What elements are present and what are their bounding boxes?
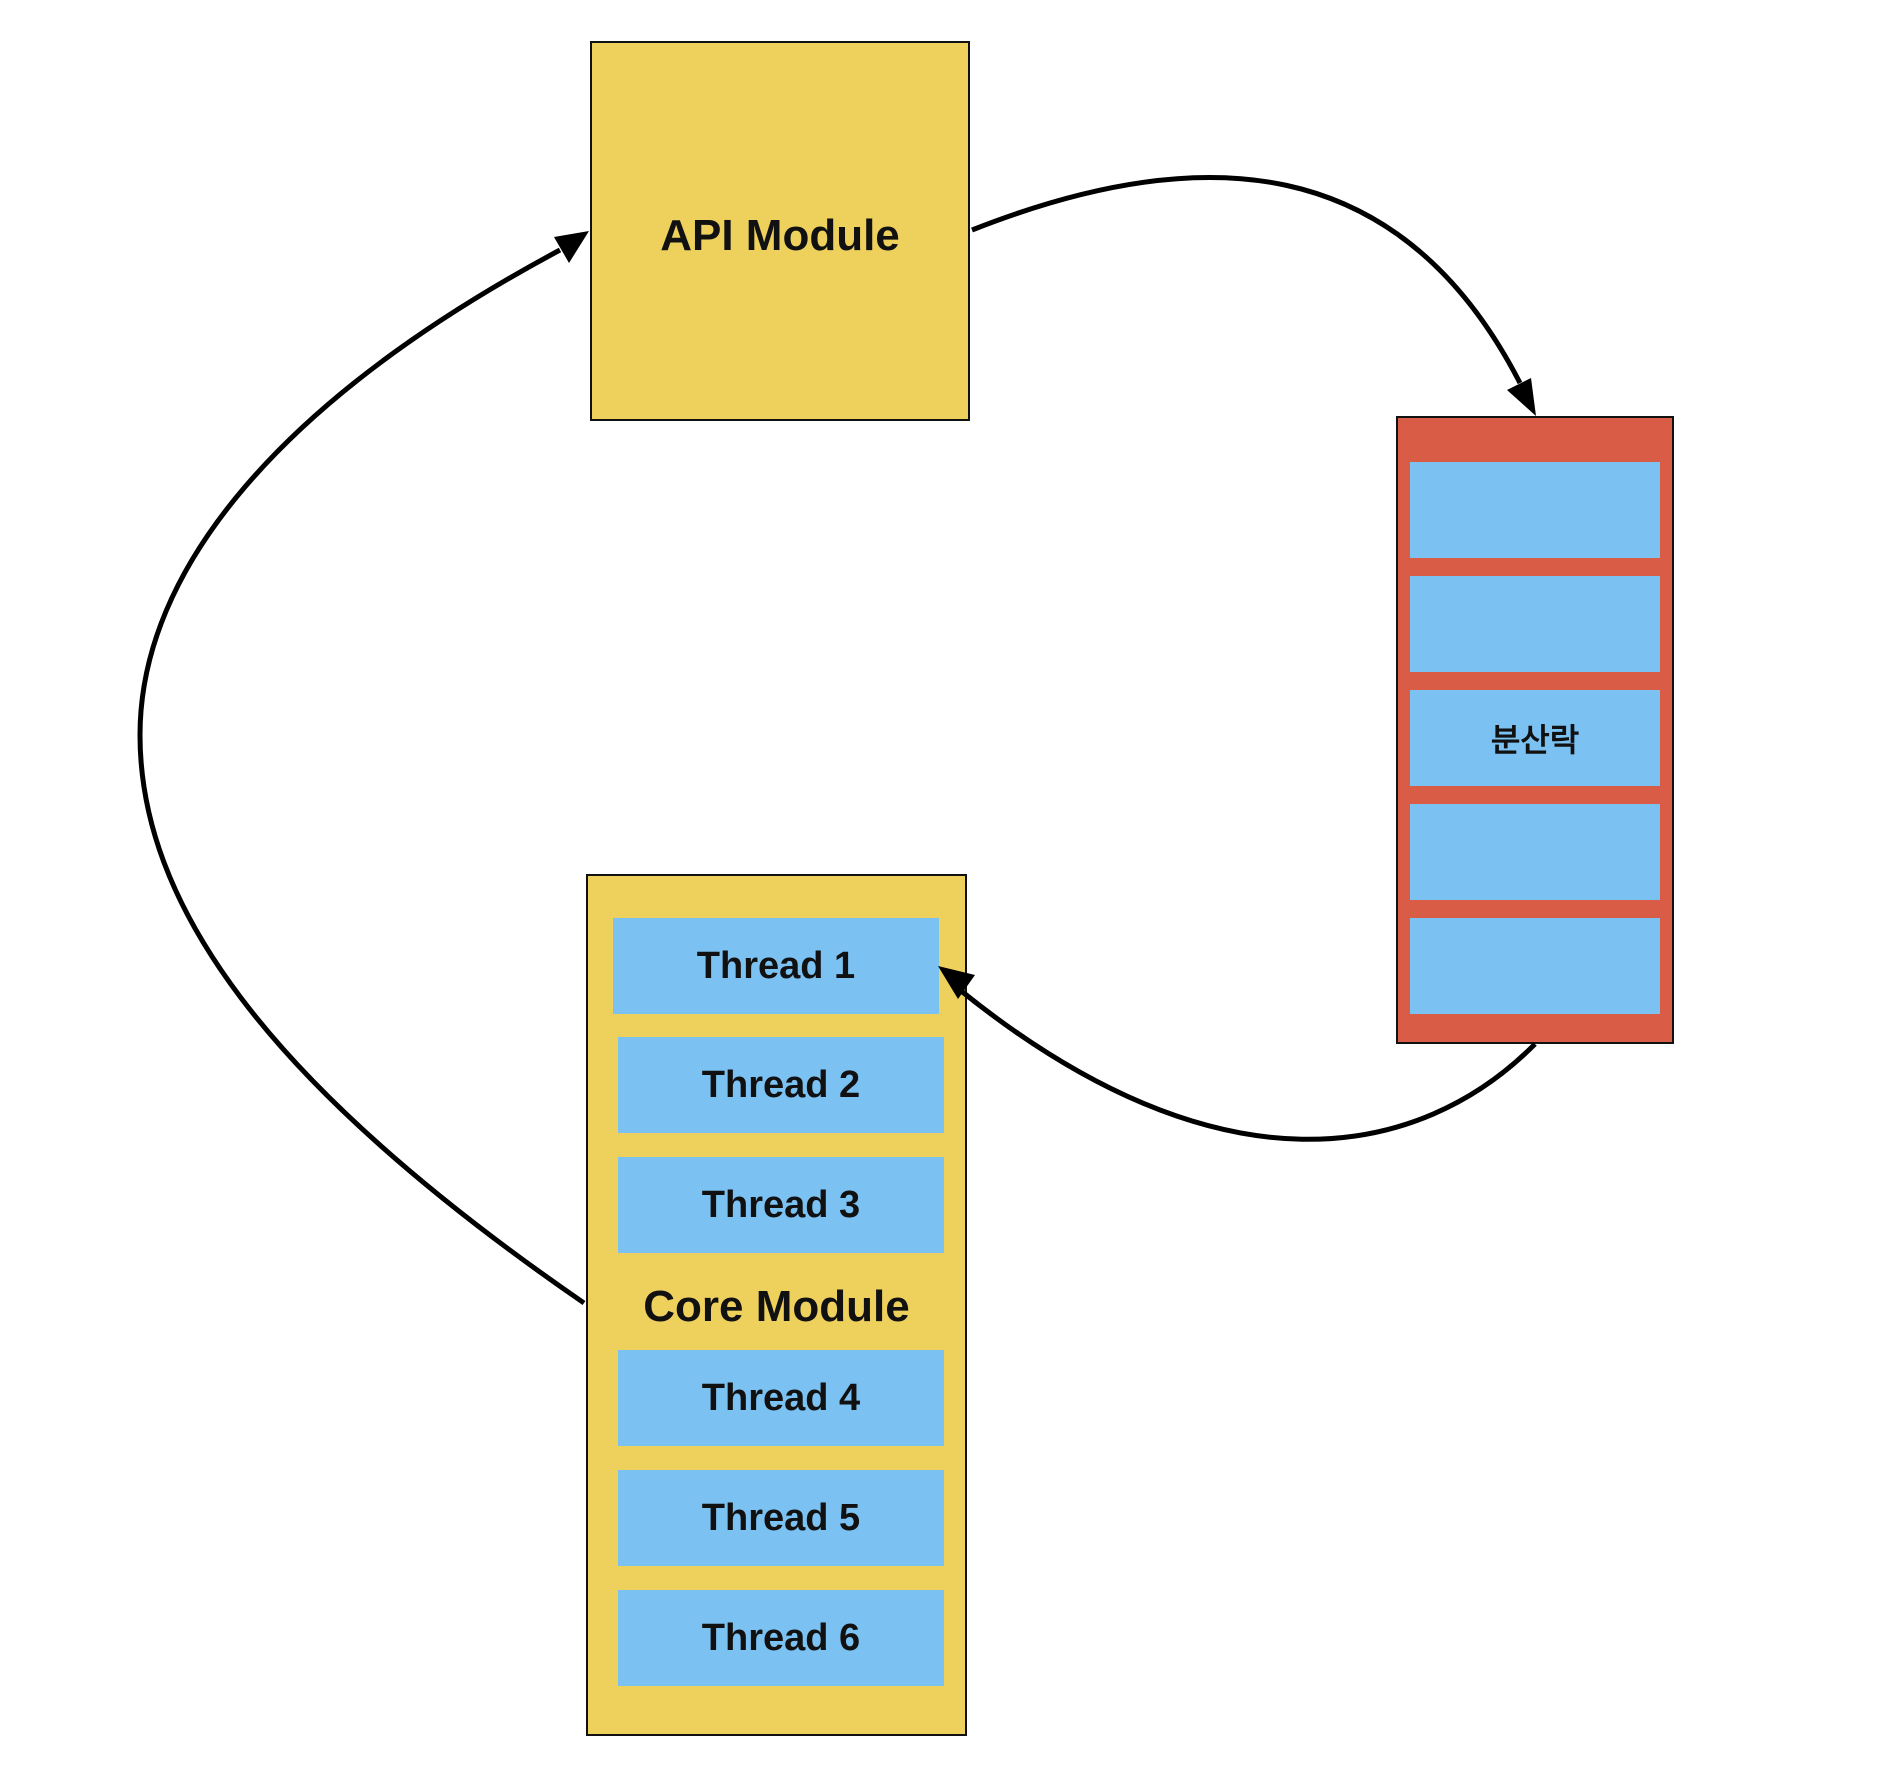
lock-slot-distributed-lock: 분산락 [1410, 690, 1660, 786]
distributed-lock-store: 분산락 [1396, 416, 1674, 1044]
lock-slot [1410, 576, 1660, 672]
api-module-box: API Module [590, 41, 970, 421]
thread-3: Thread 3 [618, 1157, 944, 1253]
thread-2: Thread 2 [618, 1037, 944, 1133]
lock-slot [1410, 918, 1660, 1014]
arrowhead-api [554, 231, 589, 263]
api-module-label: API Module [660, 211, 900, 260]
thread-1: Thread 1 [613, 918, 939, 1014]
core-module-box: Thread 1 Thread 2 Thread 3 Core Module T… [586, 874, 967, 1736]
core-module-label: Core Module [643, 1282, 910, 1331]
arrowhead-lock [1507, 378, 1536, 416]
arrow-api-to-lock [971, 174, 1523, 385]
lock-slot [1410, 462, 1660, 558]
lock-slot [1410, 804, 1660, 900]
arrow-core-to-api [137, 247, 586, 1306]
thread-5: Thread 5 [618, 1470, 944, 1566]
thread-4: Thread 4 [618, 1350, 944, 1446]
thread-6: Thread 6 [618, 1590, 944, 1686]
